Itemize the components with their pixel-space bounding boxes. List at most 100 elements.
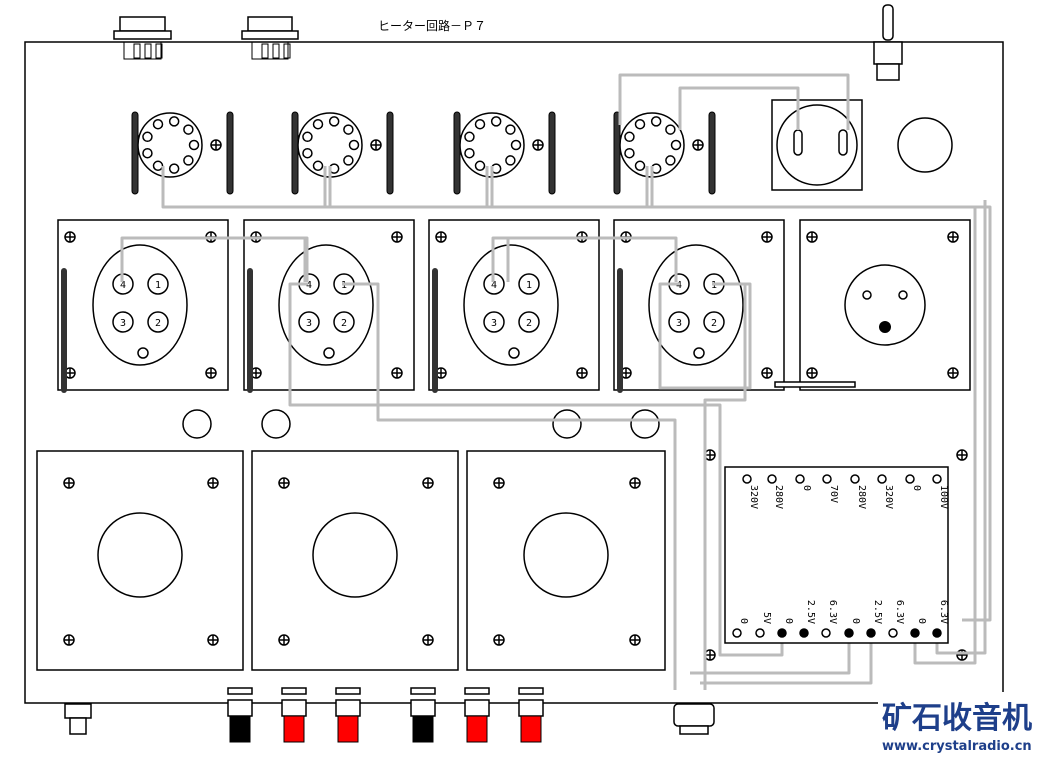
switch-nut	[64, 703, 92, 719]
screw-cross	[211, 140, 221, 150]
transformer-tap	[755, 628, 765, 638]
socket-pin	[333, 311, 355, 333]
screw-cross	[807, 368, 817, 378]
power-jack-body	[679, 725, 709, 735]
jack-lug	[518, 687, 544, 695]
connector-pin	[144, 43, 152, 59]
tap-label-bottom: 6.3V	[894, 600, 905, 624]
watermark-text: 矿石收音机	[882, 701, 1032, 736]
heater-wire	[703, 282, 747, 690]
tap-label-top: 320V	[748, 485, 759, 509]
toggle-body	[873, 41, 903, 65]
screw-cross	[948, 368, 958, 378]
heater-wire	[122, 236, 309, 282]
socket-pin	[142, 131, 153, 143]
connector-pin	[283, 43, 291, 59]
pin-label: 4	[120, 280, 126, 291]
transformer-tap	[850, 474, 860, 484]
connector-body	[251, 41, 289, 60]
heater-wire	[618, 73, 850, 130]
socket-pin	[464, 131, 475, 143]
screw-cross	[279, 635, 289, 645]
pin-label: 3	[306, 318, 312, 329]
transformer-tap	[821, 628, 831, 638]
diagram-title: ヒーター回路－Ｐ７	[378, 18, 486, 33]
jack-nut	[281, 699, 307, 717]
transformer-tap	[795, 474, 805, 484]
screw-cross	[705, 650, 715, 660]
pin-label: 1	[155, 280, 161, 291]
socket-bracket	[386, 111, 394, 195]
screw-cross	[279, 478, 289, 488]
socket-pin	[168, 116, 180, 127]
socket-pin	[348, 139, 360, 151]
pin-label: 3	[120, 318, 126, 329]
screw-cross	[533, 140, 543, 150]
connector-flange	[113, 30, 172, 40]
jack-lug	[464, 687, 490, 695]
socket-pin	[624, 131, 635, 143]
tap-label-top: 280V	[773, 485, 784, 509]
socket-bracket	[617, 268, 623, 393]
screw-cross	[577, 368, 587, 378]
socket-pin	[505, 124, 516, 135]
jack-lug	[335, 687, 361, 695]
screw-cross	[392, 368, 402, 378]
socket-pin	[665, 155, 676, 166]
connector-body	[123, 41, 162, 60]
outlet-slot	[793, 129, 803, 156]
socket-pin	[188, 139, 200, 151]
tap-label-bottom: 0	[850, 618, 861, 624]
connector-flange	[241, 30, 299, 40]
watermark-logo: 矿石收音机 www.crystalradio.cn	[878, 692, 1048, 757]
socket-pin	[518, 273, 540, 295]
pin-label: 2	[341, 318, 347, 329]
transformer-tap	[932, 628, 942, 638]
screw-cross	[807, 232, 817, 242]
tube-socket	[92, 244, 188, 366]
screw-cross	[206, 368, 216, 378]
socket-bracket	[548, 111, 556, 195]
binding-post	[337, 715, 359, 743]
binding-post	[466, 715, 488, 743]
tube-socket	[463, 244, 559, 366]
transformer-tap	[767, 474, 777, 484]
socket-pin	[302, 147, 313, 159]
jack-nut	[335, 699, 361, 717]
capacitor-hole	[97, 512, 183, 598]
mount-hole	[182, 409, 212, 439]
socket-pin	[298, 311, 320, 333]
heater-wire	[342, 282, 677, 690]
binding-post	[283, 715, 305, 743]
pin-label: 2	[711, 318, 717, 329]
connector-pin	[272, 43, 280, 59]
socket-key-hole	[137, 347, 149, 359]
xlr-pin	[898, 290, 908, 300]
transformer-outline	[724, 466, 949, 644]
ground-lug	[774, 381, 856, 388]
mount-hole	[552, 409, 582, 439]
outlet-slot	[838, 129, 848, 156]
jack-lug	[281, 687, 307, 695]
heater-wire	[913, 207, 977, 665]
socket-pin	[328, 116, 340, 127]
connector-pin	[261, 43, 269, 59]
tube-socket	[278, 244, 374, 366]
socket-bracket	[613, 111, 621, 195]
socket-bracket	[291, 111, 299, 195]
screw-cross	[423, 635, 433, 645]
capacitor-hole	[312, 512, 398, 598]
screw-cross	[762, 232, 772, 242]
tap-label-top: 0	[801, 485, 812, 491]
screw-cross	[630, 635, 640, 645]
pin-label: 3	[491, 318, 497, 329]
tap-label-bottom: 2.5V	[805, 600, 816, 624]
transformer-tap	[732, 628, 742, 638]
jack-nut	[410, 699, 436, 717]
socket-pin	[634, 118, 646, 130]
tap-label-bottom: 5V	[761, 612, 772, 624]
socket-pin	[112, 311, 134, 333]
socket-pin	[505, 155, 516, 166]
tap-label-top: 100V	[938, 485, 949, 509]
